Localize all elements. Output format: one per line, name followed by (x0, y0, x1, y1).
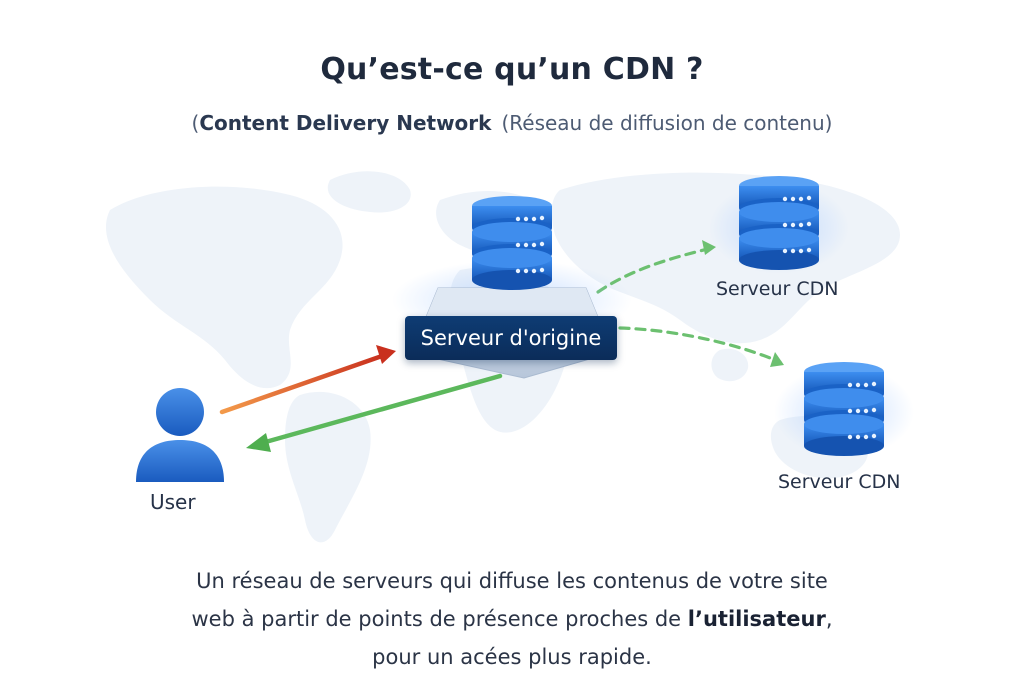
description-line-2: web à partir de points de présence proch… (120, 600, 904, 638)
cdn-server-2 (774, 362, 914, 458)
description-line-2-text: web à partir de points de présence proch… (191, 607, 688, 631)
cdn-server-1-label: Serveur CDN (716, 278, 839, 300)
cdn-replication-arrows (596, 246, 782, 364)
subtitle-term: Content Delivery Network (199, 111, 492, 135)
subtitle: (Content Delivery Network (Réseau de diff… (0, 111, 1024, 135)
arrowheads-cdn (702, 240, 784, 367)
user-icon (136, 388, 224, 482)
arrow-to-cdn-2 (618, 326, 782, 364)
request-arrow (219, 345, 396, 415)
origin-server-label: Serveur d'origine (405, 316, 617, 360)
description: Un réseau de serveurs qui diffuse les co… (120, 562, 904, 676)
description-line-2-bold: l’utilisateur (687, 607, 826, 631)
cdn-server-2-label: Serveur CDN (778, 471, 901, 493)
subtitle-translation: (Réseau de diffusion de contenu) (501, 111, 833, 135)
subtitle-open-paren: ( (191, 111, 200, 135)
response-arrow (246, 373, 503, 452)
page-title: Qu’est-ce qu’un CDN ? (320, 52, 704, 87)
description-line-2-comma: , (825, 607, 833, 631)
cdn-server-1 (709, 176, 849, 274)
user-label: User (150, 490, 196, 514)
description-line-3: pour un acées plus rapide. (372, 645, 652, 669)
description-line-1: Un réseau de serveurs qui diffuse les co… (196, 569, 828, 593)
